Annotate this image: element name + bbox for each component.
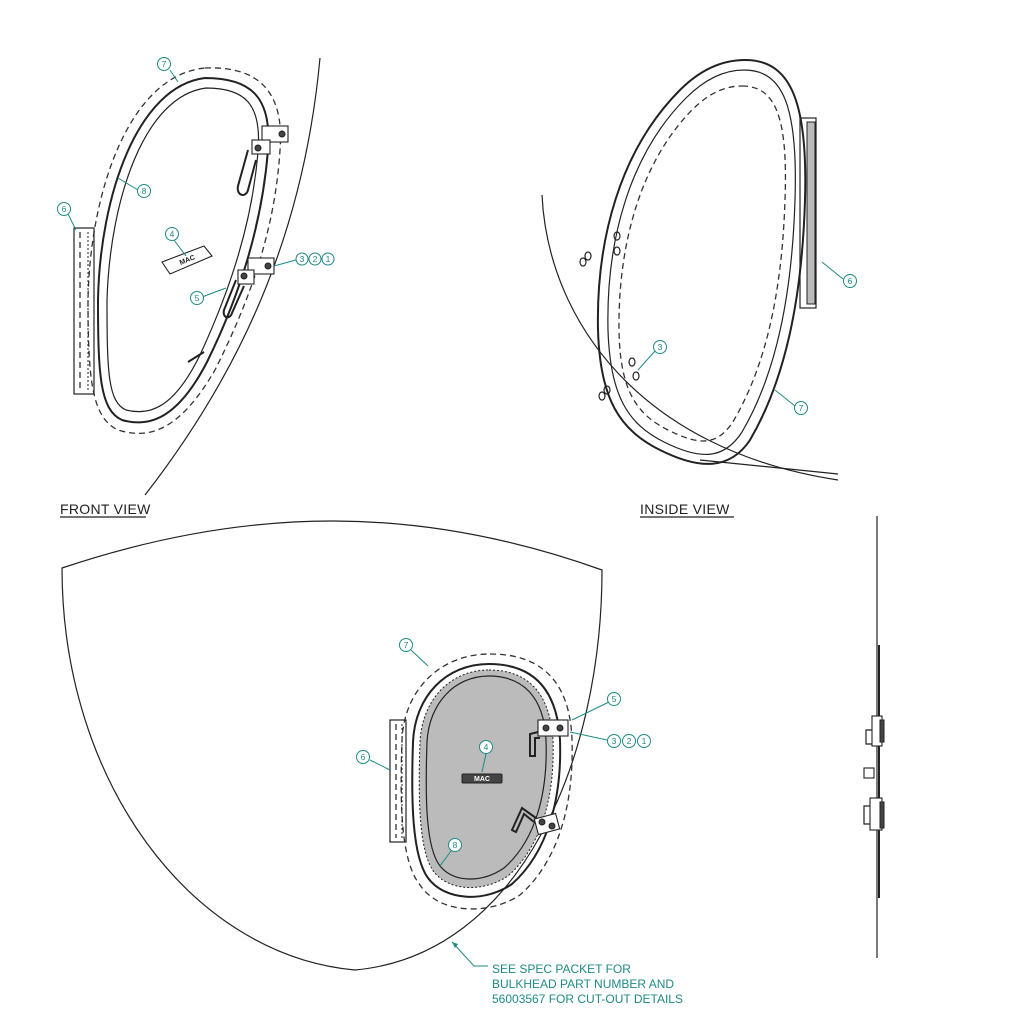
main-callout-7-text: 7 [404, 640, 409, 650]
main-callout-4 [479, 740, 493, 754]
main-lower-latch [510, 806, 561, 836]
main-callout-2-text: 2 [627, 736, 632, 746]
front-callout-8 [137, 184, 151, 198]
front-stiffener-strip [73, 227, 95, 395]
inside-door-inner [607, 69, 796, 455]
front-bottom-detail [187, 351, 205, 363]
side-upper-latch [865, 715, 885, 747]
front-view-title: FRONT VIEW [60, 501, 151, 517]
front-door-inner [106, 87, 260, 413]
front-callout-5 [190, 291, 204, 305]
front-callout-8-text: 8 [142, 186, 147, 196]
inside-stiffener-strip [799, 117, 817, 309]
inside-callout-7 [794, 401, 808, 415]
main-callout-1 [637, 734, 651, 748]
inside-callout-3-text: 3 [658, 342, 663, 352]
inside-door-outer [596, 58, 807, 465]
main-callout-1-text: 1 [642, 736, 647, 746]
front-callout-2-text: 2 [313, 254, 318, 264]
main-callout-7 [399, 638, 413, 652]
inside-view-title: INSIDE VIEW [640, 501, 730, 517]
inside-rivets [579, 231, 640, 401]
side-placard [863, 767, 875, 779]
inside-bulkhead-edge [541, 194, 839, 481]
main-callout-5-text: 5 [612, 694, 617, 704]
front-placard: MAC [161, 245, 213, 275]
inside-seal-outline [618, 85, 787, 442]
main-callouts: 7 5 3 2 1 4 6 8 [356, 638, 651, 867]
main-callout-3 [607, 734, 621, 748]
front-callout-7-text: 7 [162, 59, 167, 69]
front-callout-4 [165, 227, 179, 241]
front-door-outer [96, 76, 270, 424]
main-stiffener-strip [389, 719, 407, 843]
main-callout-2 [622, 734, 636, 748]
note-leader [451, 941, 488, 967]
front-callouts: 7 6 8 4 5 3 2 1 [57, 57, 335, 305]
inside-callouts: 6 3 7 [637, 261, 857, 415]
side-view [863, 516, 885, 958]
main-bulkhead-outline [61, 520, 603, 971]
main-callout-4-text: 4 [484, 742, 489, 752]
front-callout-6-text: 6 [62, 204, 67, 214]
front-callout-7 [157, 57, 171, 71]
note-line-3: 56003567 FOR CUT-OUT DETAILS [492, 992, 683, 1006]
main-placard-text: MAC [474, 776, 490, 783]
front-callout-3-text: 3 [300, 254, 305, 264]
front-callout-1 [321, 252, 335, 266]
main-callout-8 [448, 838, 462, 852]
front-callout-1-text: 1 [326, 254, 331, 264]
main-placard: MAC [461, 773, 503, 784]
front-callout-6 [57, 202, 71, 216]
main-callout-6 [356, 750, 370, 764]
front-seal-outline [87, 67, 282, 434]
main-callout-5 [607, 692, 621, 706]
front-bulkhead-edge [144, 57, 321, 496]
side-lower-latch [863, 797, 885, 831]
main-upper-latch [529, 719, 569, 757]
front-upper-latch [236, 125, 289, 196]
main-callout-3-text: 3 [612, 736, 617, 746]
main-view: MAC [61, 520, 603, 971]
front-callout-3 [295, 252, 309, 266]
main-callout-6-text: 6 [361, 752, 366, 762]
note-line-1: SEE SPEC PACKET FOR [492, 962, 631, 976]
note-line-2: BULKHEAD PART NUMBER AND [492, 977, 674, 991]
inside-callout-6-text: 6 [848, 276, 853, 286]
front-lower-latch [222, 257, 275, 319]
front-callout-2 [308, 252, 322, 266]
front-callout-5-text: 5 [195, 293, 200, 303]
inside-view [541, 58, 839, 481]
main-callout-8-text: 8 [453, 840, 458, 850]
inside-callout-7-text: 7 [799, 403, 804, 413]
inside-callout-6 [843, 274, 857, 288]
front-view: MAC [73, 57, 321, 496]
inside-callout-3 [653, 340, 667, 354]
main-seal-outline [400, 653, 573, 910]
front-callout-4-text: 4 [170, 229, 175, 239]
